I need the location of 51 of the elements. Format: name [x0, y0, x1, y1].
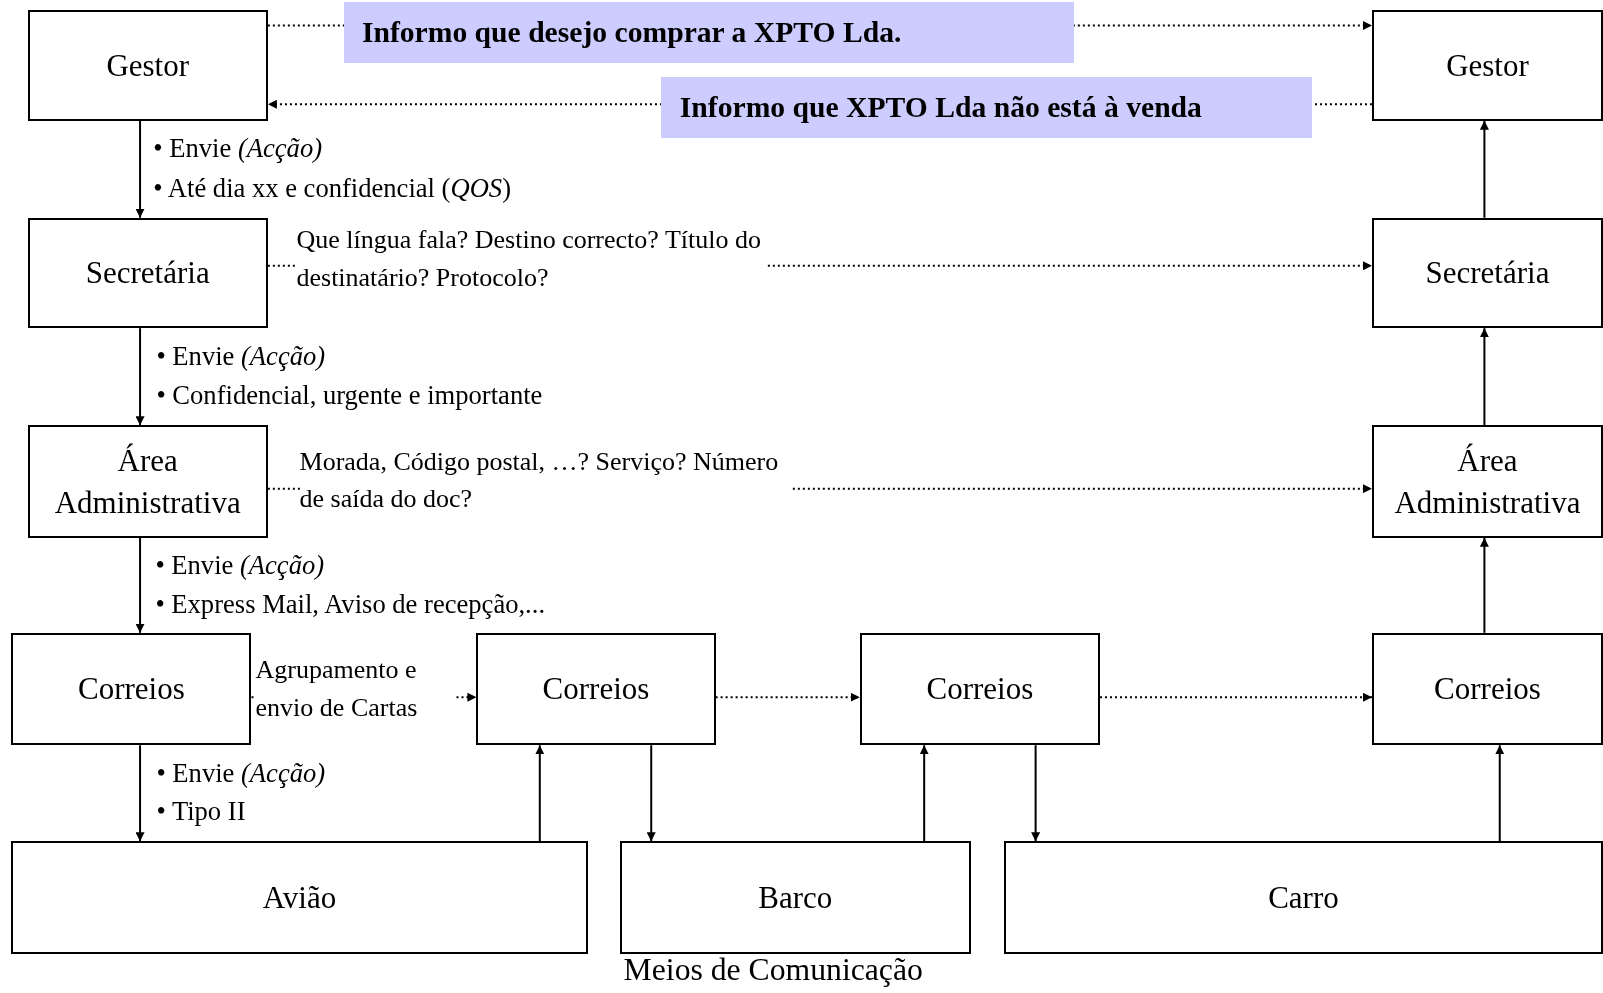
node-label: Secretária [1425, 254, 1550, 293]
bullet-text: • Envie (Acção) [155, 550, 325, 582]
arrow [135, 744, 145, 843]
process-box [476, 632, 716, 746]
edge-label: Informo que XPTO Lda não está à venda [661, 76, 1312, 138]
node-label: Correios [1434, 670, 1541, 709]
process-box [1371, 217, 1603, 329]
process-box [27, 217, 268, 329]
arrow [919, 744, 929, 843]
node-label: Carro [1268, 878, 1339, 917]
arrow [1495, 744, 1505, 843]
node-label: Barco [758, 878, 833, 917]
arrow [1479, 119, 1489, 219]
arrow [1479, 536, 1489, 634]
arrow [1031, 744, 1041, 843]
bullet-text: • Tipo II [156, 796, 246, 829]
process-box [11, 632, 252, 746]
arrow [646, 744, 656, 843]
bullet-text: • Envie (Acção) [156, 341, 326, 374]
node-label: Gestor [1446, 46, 1529, 85]
process-box [11, 841, 588, 954]
node-label: Área Administrativa [53, 441, 242, 522]
dotted-arrow [714, 692, 861, 702]
process-box [1371, 632, 1603, 746]
bullet-text: • Express Mail, Aviso de recepção,... [155, 588, 546, 621]
node-label: Correios [542, 670, 650, 709]
node-label: Secretária [85, 254, 210, 293]
arrow [135, 327, 145, 427]
process-box [27, 425, 268, 538]
arrow [1479, 327, 1489, 427]
bullet-text: • Envie (Acção) [153, 132, 323, 165]
bullet-text: • Até dia xx e confidencial (QOS) [153, 172, 511, 205]
process-box [1371, 10, 1603, 121]
arrow [135, 119, 145, 219]
process-box [1003, 841, 1603, 954]
caption: Meios de Comunicação [623, 950, 923, 989]
node-label: Correios [77, 670, 185, 709]
edge-label: Informo que desejo comprar a XPTO Lda. [343, 2, 1075, 64]
bullet-text: • Envie (Acção) [156, 757, 326, 790]
arrow [535, 744, 545, 843]
process-box [619, 841, 972, 954]
node-label: Avião [262, 878, 337, 917]
process-box [27, 10, 268, 121]
arrow [135, 536, 145, 634]
process-box [859, 632, 1100, 746]
node-label: Correios [926, 670, 1034, 709]
node-label: Gestor [106, 46, 190, 85]
node-label: Área Administrativa [1393, 441, 1582, 522]
process-box [1371, 425, 1603, 538]
bullet-text: • Confidencial, urgente e importante [156, 380, 543, 413]
dotted-arrow [1099, 692, 1373, 702]
